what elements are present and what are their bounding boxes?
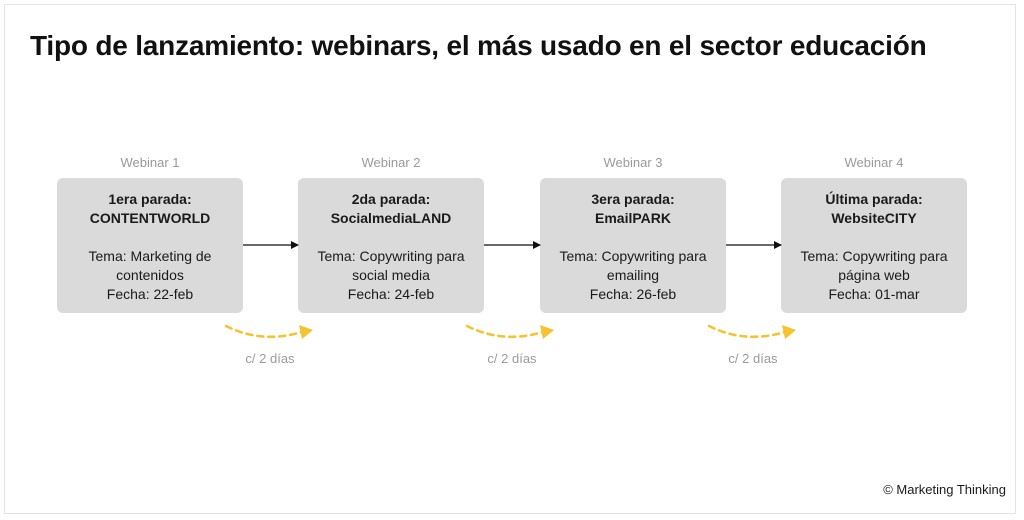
- stage-label: Webinar 2: [361, 155, 421, 170]
- stage-box: 3era parada: EmailPARK Tema: Copywriting…: [540, 178, 726, 313]
- interval-label: c/ 2 días: [728, 351, 778, 366]
- stage-heading-line1: 2da parada:: [351, 191, 431, 207]
- page-title: Tipo de lanzamiento: webinars, el más us…: [30, 30, 927, 61]
- stage-webinar-1: Webinar 1 1era parada: CONTENTWORLD Tema…: [57, 154, 243, 313]
- stage-date: Fecha: 26-feb: [589, 286, 677, 302]
- stage-label: Webinar 4: [844, 155, 904, 170]
- stage-heading-line1: 1era parada:: [108, 191, 192, 207]
- stage-heading-line2: SocialmediaLAND: [330, 210, 452, 226]
- interval-label: c/ 2 días: [487, 351, 537, 366]
- stage-topic: Tema: Copywriting para social media: [317, 248, 465, 283]
- stage-label: Webinar 1: [120, 155, 180, 170]
- stage-topic: Tema: Copywriting para página web: [800, 248, 948, 283]
- stage-webinar-3: Webinar 3 3era parada: EmailPARK Tema: C…: [540, 154, 726, 313]
- stage-heading-line2: CONTENTWORLD: [89, 210, 211, 226]
- stage-date: Fecha: 01-mar: [828, 286, 920, 302]
- stage-box: Última parada: WebsiteCITY Tema: Copywri…: [781, 178, 967, 313]
- stage-topic: Tema: Copywriting para emailing: [559, 248, 707, 283]
- stage-label: Webinar 3: [603, 155, 663, 170]
- stage-heading-line1: 3era parada:: [591, 191, 675, 207]
- stage-webinar-4: Webinar 4 Última parada: WebsiteCITY Tem…: [781, 154, 967, 313]
- stage-heading-line2: EmailPARK: [595, 210, 671, 226]
- stage-date: Fecha: 22-feb: [106, 286, 194, 302]
- stage-webinar-2: Webinar 2 2da parada: SocialmediaLAND Te…: [298, 154, 484, 313]
- stage-date: Fecha: 24-feb: [347, 286, 435, 302]
- stage-box: 1era parada: CONTENTWORLD Tema: Marketin…: [57, 178, 243, 313]
- stage-heading-line2: WebsiteCITY: [831, 210, 917, 226]
- stage-box: 2da parada: SocialmediaLAND Tema: Copywr…: [298, 178, 484, 313]
- interval-label: c/ 2 días: [245, 351, 295, 366]
- stage-heading-line1: Última parada:: [825, 191, 923, 207]
- stage-topic: Tema: Marketing de contenidos: [88, 248, 212, 283]
- copyright-credit: © Marketing Thinking: [883, 482, 1006, 497]
